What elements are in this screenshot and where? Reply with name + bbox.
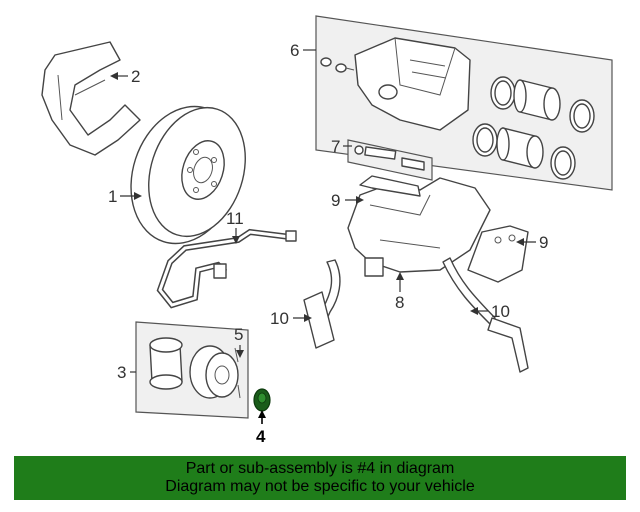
callout-6: 6 [290, 41, 299, 60]
splash-shield [41, 41, 141, 156]
callout-11: 11 [226, 209, 244, 228]
banner-line-2: Diagram may not be specific to your vehi… [165, 478, 475, 495]
brake-hose-right [442, 257, 529, 373]
callout-4-highlighted: 4 [256, 427, 266, 446]
hub-bearing-panel [135, 321, 249, 419]
brake-pad [467, 225, 529, 283]
callout-1: 1 [108, 187, 117, 206]
callout-10-left: 10 [270, 309, 289, 328]
brake-hose-left [303, 259, 341, 349]
callout-8: 8 [395, 293, 404, 312]
callout-5: 5 [234, 325, 243, 344]
caliper-kit-panel [315, 15, 613, 191]
callout-9-right: 9 [539, 233, 548, 252]
callout-7: 7 [331, 137, 340, 156]
leader-lines [110, 49, 536, 424]
abs-sensor [156, 228, 297, 309]
caliper-bracket [347, 175, 491, 277]
guide-pin-kit [347, 139, 433, 181]
callout-2: 2 [131, 67, 140, 86]
part-4-highlighted-nut [253, 388, 271, 412]
part-info-banner: Part or sub-assembly is #4 in diagram Di… [14, 456, 626, 500]
callout-9-left: 9 [331, 191, 340, 210]
brake-assembly-diagram: 6 2 1 7 9 11 9 8 10 10 5 3 4 [41, 15, 613, 446]
brake-rotor [130, 105, 246, 245]
banner-line-1: Part or sub-assembly is #4 in diagram [185, 460, 455, 477]
callout-3: 3 [117, 363, 126, 382]
callout-10-right: 10 [491, 302, 510, 321]
